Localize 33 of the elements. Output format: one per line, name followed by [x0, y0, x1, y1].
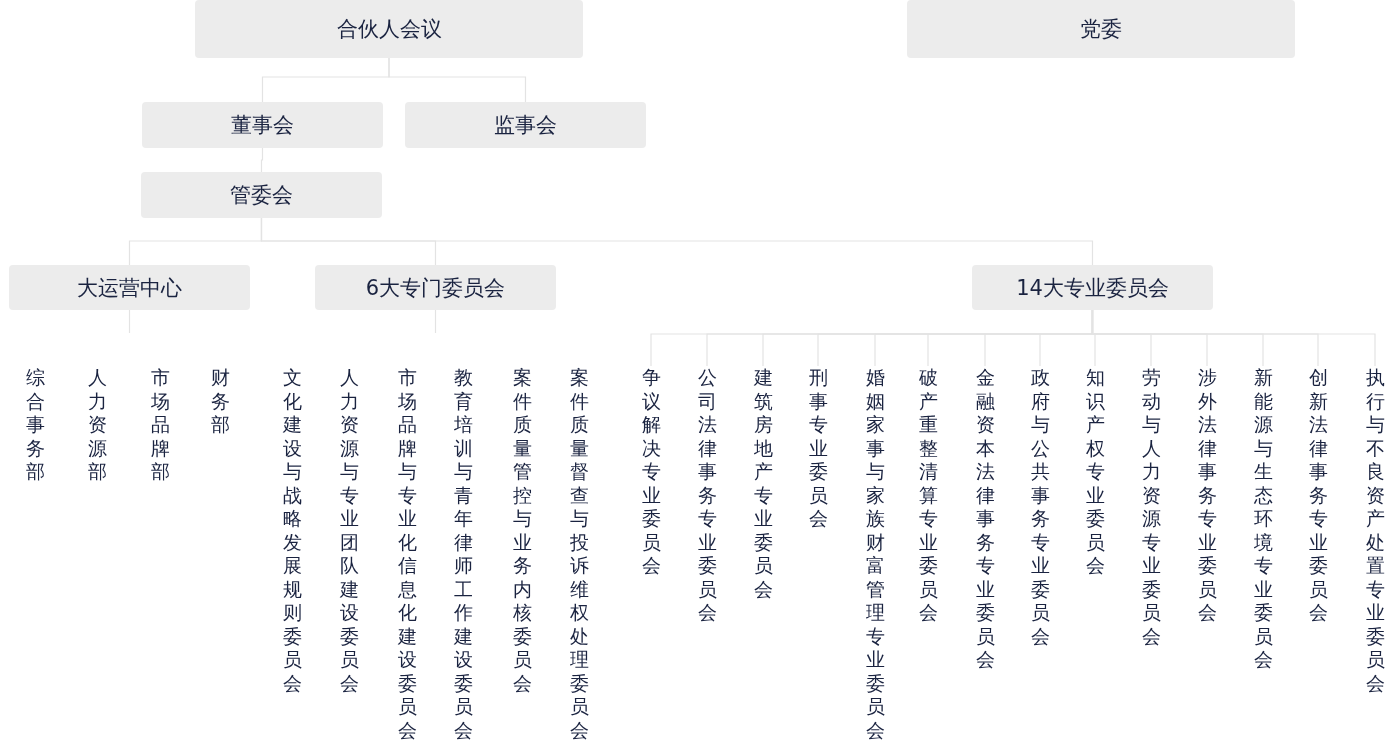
committee-name: 创新法律事务专业委员会 — [1308, 366, 1328, 625]
org-box: 14大专业委员会 — [972, 265, 1213, 310]
department-name: 市场品牌部 — [150, 366, 170, 484]
org-box: 党委 — [907, 0, 1295, 58]
department-name: 财务部 — [210, 366, 230, 437]
committee-name: 劳动与人力资源专业委员会 — [1141, 366, 1161, 648]
committee-name: 政府与公共事务专业委员会 — [1030, 366, 1050, 648]
org-box: 合伙人会议 — [195, 0, 583, 58]
org-box: 董事会 — [142, 102, 383, 148]
org-box: 大运营中心 — [9, 265, 250, 310]
org-box: 6大专门委员会 — [315, 265, 556, 310]
connector-line — [388, 57, 527, 103]
committee-name: 争议解决专业委员会 — [641, 366, 661, 578]
committee-name: 案件质量管控与业务内核委员会 — [512, 366, 532, 695]
committee-name: 执行与不良资产处置专业委员会 — [1365, 366, 1385, 695]
committee-name: 婚姻家事与家族财富管理专业委员会 — [865, 366, 885, 742]
committee-name: 文化建设与战略发展规则委员会 — [282, 366, 302, 695]
org-box: 管委会 — [141, 172, 382, 218]
committee-name: 市场品牌与专业化信息化建设委员会 — [397, 366, 417, 742]
committee-name: 教育培训与青年律师工作建设委员会 — [453, 366, 473, 742]
committee-name: 金融资本法律事务专业委员会 — [975, 366, 995, 672]
committee-name: 涉外法律事务专业委员会 — [1197, 366, 1217, 625]
committee-name: 人力资源与专业团队建设委员会 — [339, 366, 359, 695]
department-name: 人力资源部 — [87, 366, 107, 484]
committee-name: 知识产权专业委员会 — [1085, 366, 1105, 578]
department-name: 综合事务部 — [25, 366, 45, 484]
committee-name: 新能源与生态环境专业委员会 — [1253, 366, 1273, 672]
committee-name: 公司法律事务专业委员会 — [697, 366, 717, 625]
org-box: 监事会 — [405, 102, 646, 148]
committee-name: 破产重整清算专业委员会 — [918, 366, 938, 625]
committee-name: 建筑房地产专业委员会 — [753, 366, 773, 601]
committee-name: 案件质量督查与投诉维权处理委员会 — [569, 366, 589, 742]
committee-name: 刑事专业委员会 — [808, 366, 828, 531]
